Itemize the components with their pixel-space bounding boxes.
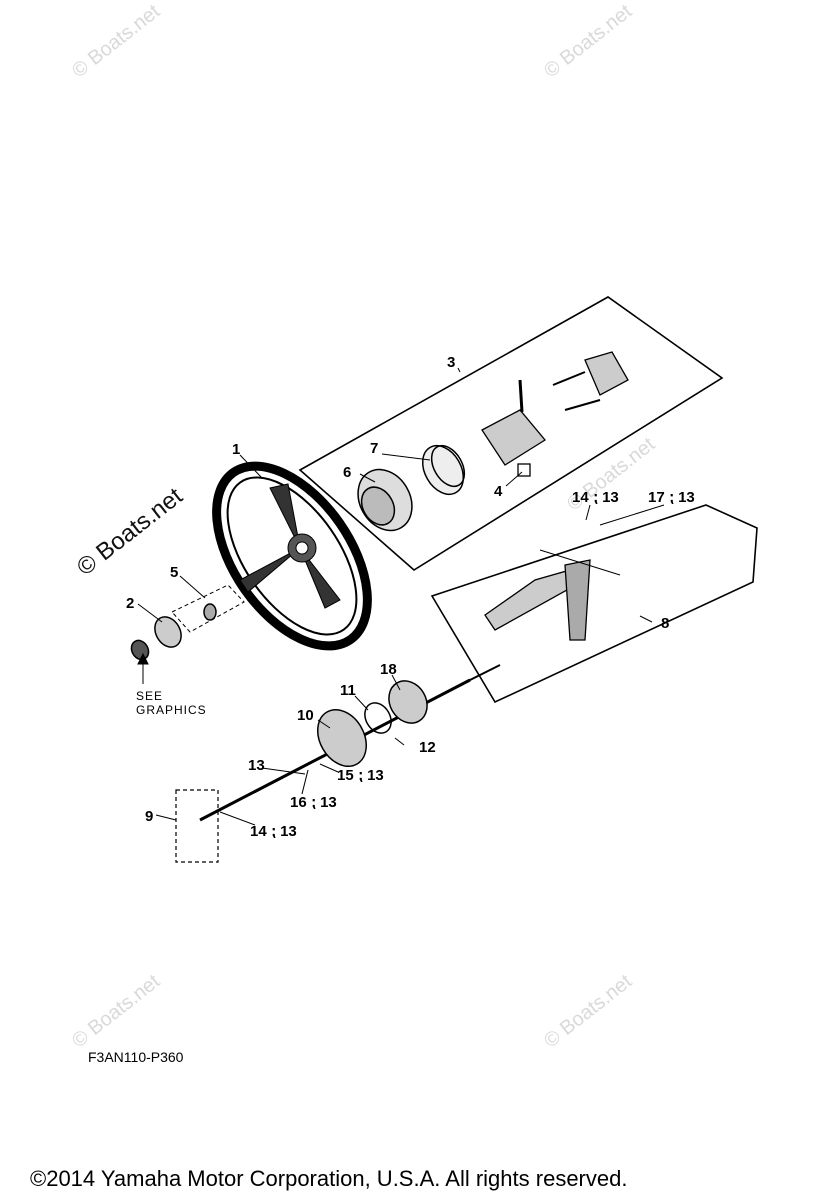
callout-16-13: 16 ⁏ 13: [290, 794, 337, 811]
see-graphics-note: SEE GRAPHICS: [136, 689, 207, 717]
copyright-notice: ©2014 Yamaha Motor Corporation, U.S.A. A…: [30, 1166, 628, 1191]
bracket: [484, 549, 621, 641]
callout-13: 13: [248, 757, 265, 774]
callout-6: 6: [343, 464, 352, 481]
callout-7: 7: [370, 440, 379, 457]
see-graphics-line1: SEE: [136, 689, 164, 703]
callout-9: 9: [145, 808, 154, 825]
callout-5: 5: [170, 564, 179, 581]
callout-12: 12: [419, 739, 436, 756]
callout-18: 18: [380, 661, 397, 678]
diagram-code: F3AN110-P360: [88, 1049, 184, 1065]
callout-2: 2: [126, 595, 135, 612]
leader-lines: [137, 367, 665, 826]
callout-8: 8: [661, 615, 670, 632]
assembly-box-5: [171, 584, 245, 633]
assembly-box-9: [175, 789, 219, 863]
callout-3: 3: [447, 354, 456, 371]
callout-4: 4: [494, 483, 503, 500]
hub-cover: [130, 603, 217, 661]
steering-wheel: [212, 461, 372, 651]
callout-10: 10: [297, 707, 314, 724]
callout-14-13-lower: 14 ⁏ 13: [250, 823, 297, 840]
callout-11: 11: [340, 682, 356, 699]
assembly-box-8: [430, 504, 758, 704]
callout-14-13-upper: 14 ⁏ 13: [572, 489, 619, 506]
see-graphics-arrow: [137, 652, 149, 684]
callout-1: 1: [232, 441, 241, 458]
helm-unit: [481, 351, 629, 477]
callout-17-13: 17 ⁏ 13: [648, 489, 695, 506]
callout-15-13: 15 ⁏ 13: [337, 767, 384, 784]
steering-cable: [199, 664, 501, 822]
hub-parts: [357, 444, 466, 532]
see-graphics-line2: GRAPHICS: [136, 703, 207, 717]
assembly-box-3: [298, 296, 724, 571]
